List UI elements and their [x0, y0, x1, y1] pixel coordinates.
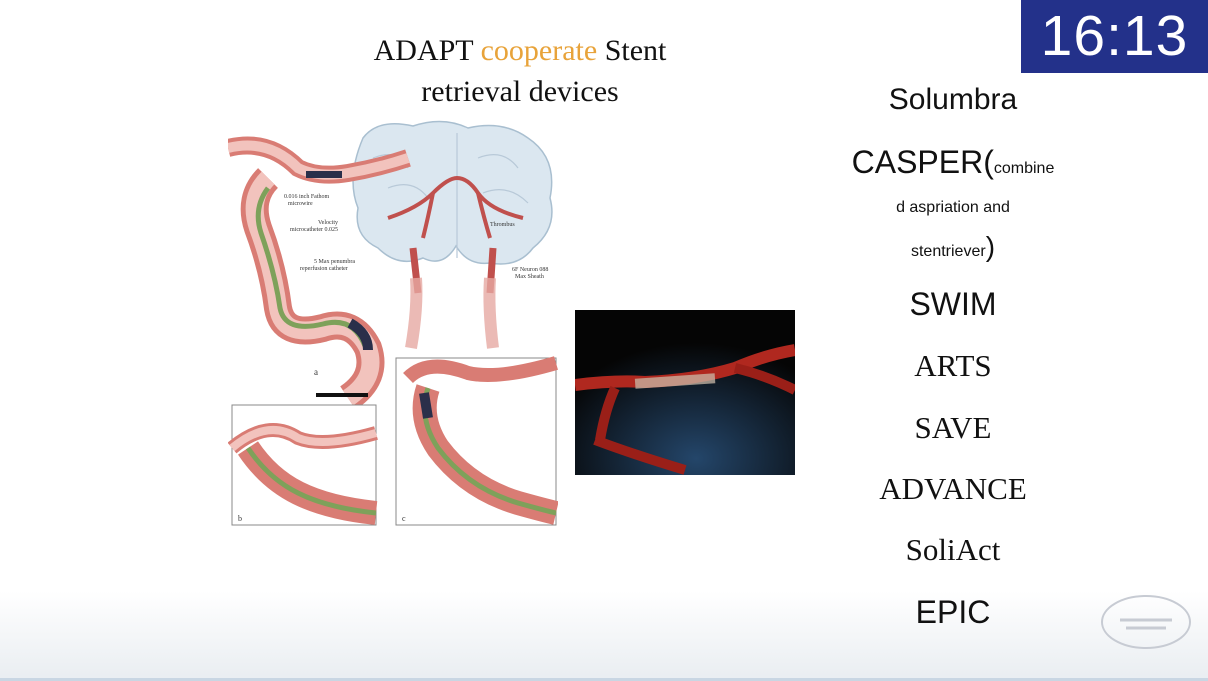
casper-close: ) — [985, 231, 996, 262]
casper-desc-2: d aspriation and — [896, 199, 1010, 216]
thrombus-mark — [306, 171, 342, 178]
title-part2: Stent — [604, 34, 667, 67]
trial-epic: EPIC — [915, 594, 991, 630]
title-accent: cooperate — [480, 34, 598, 67]
trial-advance: ADVANCE — [879, 471, 1027, 506]
brand-watermark-icon — [1101, 595, 1191, 649]
label-thrombus: Thrombus — [490, 222, 515, 228]
title-line2: retrieval devices — [421, 75, 619, 108]
label-sheath-b: Max Sheath — [515, 274, 544, 280]
panel-b-label: b — [238, 514, 242, 523]
casper-desc-line3: stentriever) — [835, 230, 1071, 269]
trial-soliact: SoliAct — [905, 532, 1001, 567]
label-sheath: 6F Neuron 088 — [512, 267, 548, 273]
label-penumbra: 5 Max penumbra — [314, 259, 355, 265]
casper-label: CASPER( — [851, 144, 994, 180]
brain-drawing — [352, 120, 553, 350]
casper-desc-3: stentriever — [910, 243, 986, 260]
vessel-illustration: a 0.016 inch Fathom microwire Velocity m… — [228, 120, 558, 526]
casper-desc-1: combine — [993, 160, 1055, 177]
trial-swim: SWIM — [909, 286, 997, 322]
trial-save: SAVE — [914, 410, 992, 445]
panel-a-base — [316, 393, 368, 397]
label-penumbra-b: reperfusion catheter — [300, 265, 348, 272]
panel-a-label: a — [314, 367, 318, 377]
title-part1: ADAPT — [373, 34, 474, 67]
footer-line — [0, 678, 1208, 681]
timer-display: 16:13 — [1021, 0, 1208, 73]
panel-c-label: c — [402, 514, 406, 523]
slide-title: ADAPT cooperate Stent retrieval devices — [330, 30, 710, 112]
label-microwire: 0.016 inch Fathom — [284, 194, 329, 200]
trial-arts: ARTS — [914, 348, 992, 383]
trial-solumbra: Solumbra — [888, 83, 1018, 116]
trial-casper: CASPER(combine — [835, 142, 1071, 189]
label-velocity-b: microcatheter 0.025 — [290, 227, 338, 233]
footer-gradient — [0, 591, 1208, 681]
stent-retriever-photo — [575, 310, 795, 475]
label-velocity: Velocity — [318, 220, 338, 226]
label-microwire-b: microwire — [288, 201, 313, 207]
